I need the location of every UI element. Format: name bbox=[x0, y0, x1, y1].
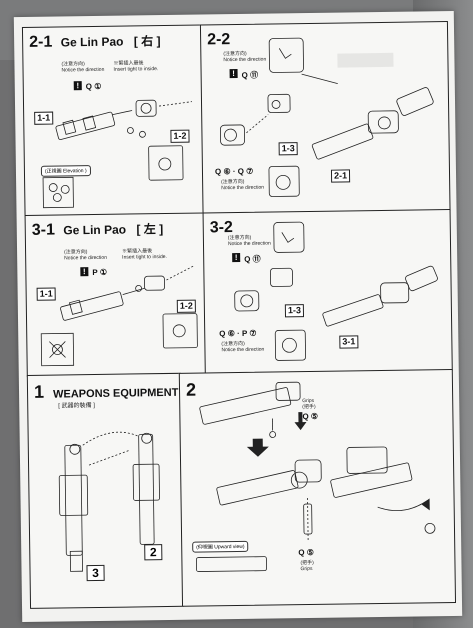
grip-attachment-drawing bbox=[195, 381, 436, 572]
panel-step-2: 2 Grips (把手) Q ⑤ Q ⑤ (把手) Grips (仰視圖 Upw… bbox=[178, 369, 457, 607]
gun-barrel-drawing bbox=[42, 99, 193, 209]
gun-assembly-drawing bbox=[234, 221, 438, 361]
weapons-mount-drawing bbox=[58, 431, 160, 572]
gun-assembly-drawing bbox=[219, 37, 434, 197]
panel-step-3-1: 3-1 Ge Lin Pao [ 左 ] (注意方向) Notice the d… bbox=[24, 212, 207, 377]
panel-step-1: 1 WEAPONS EQUIPMENT [ 武器的裝備 ] 3 2 bbox=[26, 372, 185, 609]
panel-step-2-1: 2-1 Ge Lin Pao [ 右 ] (注意方向) Notice the d… bbox=[21, 24, 205, 217]
instruction-sheet: 2-1 Ge Lin Pao [ 右 ] (注意方向) Notice the d… bbox=[13, 10, 463, 623]
gun-barrel-drawing bbox=[40, 265, 198, 367]
panel-step-2-2: 2-2 (注意方向) Notice the direction ! Q ⑪ Q … bbox=[199, 21, 451, 215]
panel-step-3-2: 3-2 (注意方向) Notice the direction ! Q ⑪ Q … bbox=[202, 209, 453, 375]
